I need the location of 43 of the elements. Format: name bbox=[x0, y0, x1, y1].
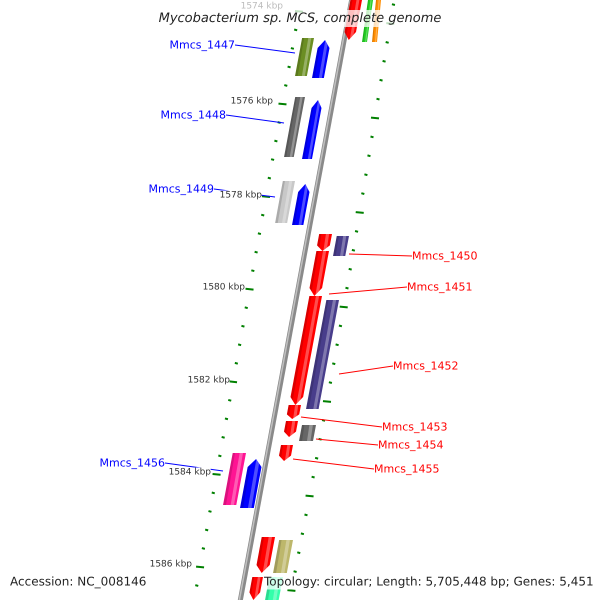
gene-block bbox=[299, 425, 316, 441]
gene-block bbox=[223, 453, 246, 505]
gene-block bbox=[333, 236, 349, 256]
leader-line bbox=[328, 286, 408, 294]
gene-label: Mmcs_1448 bbox=[160, 108, 226, 122]
gene-label: Mmcs_1449 bbox=[148, 182, 214, 196]
gene-label: Mmcs_1447 bbox=[170, 38, 235, 52]
gene-label: Mmcs_1452 bbox=[393, 360, 458, 372]
gene-block bbox=[316, 234, 332, 251]
gene-block bbox=[302, 100, 323, 159]
leader-line bbox=[226, 114, 284, 124]
leader-line bbox=[348, 254, 412, 256]
leader-line bbox=[234, 44, 296, 54]
scale-label: 1586 kbp bbox=[150, 560, 192, 570]
gene-block bbox=[292, 184, 311, 225]
gene-block bbox=[278, 445, 293, 461]
gene-block bbox=[284, 97, 305, 157]
gene-block bbox=[273, 540, 293, 573]
gene-label: Mmcs_1451 bbox=[407, 280, 472, 294]
scale-label: 1576 kbp bbox=[230, 96, 273, 108]
leader-line bbox=[300, 416, 382, 428]
gene-block bbox=[255, 537, 275, 573]
gene-block bbox=[283, 421, 298, 437]
gene-block bbox=[286, 405, 301, 419]
gene-label: Mmcs_1450 bbox=[412, 250, 478, 262]
gene-block bbox=[306, 300, 339, 409]
gene-block bbox=[248, 577, 263, 600]
gene-block bbox=[295, 38, 314, 76]
scale-label: 1578 kbp bbox=[220, 190, 262, 202]
gene-block bbox=[275, 181, 295, 223]
footer-text: Accession: NC_008146 bbox=[9, 574, 148, 590]
gene-block bbox=[240, 459, 263, 508]
leader-line bbox=[292, 458, 374, 470]
gene-label: Mmcs_1453 bbox=[382, 420, 448, 434]
gene-label: Mmcs_1454 bbox=[378, 438, 444, 452]
scale-label: 1580 kbp bbox=[202, 282, 245, 294]
scale-label: 1582 kbp bbox=[188, 376, 230, 386]
leader-line bbox=[316, 438, 378, 446]
gene-label: Mmcs_1455 bbox=[374, 462, 440, 476]
scale-label: 1584 kbp bbox=[168, 468, 211, 478]
gene-block bbox=[312, 40, 331, 78]
gene-block bbox=[289, 296, 322, 405]
gene-label: Mmcs_1456 bbox=[100, 456, 165, 470]
